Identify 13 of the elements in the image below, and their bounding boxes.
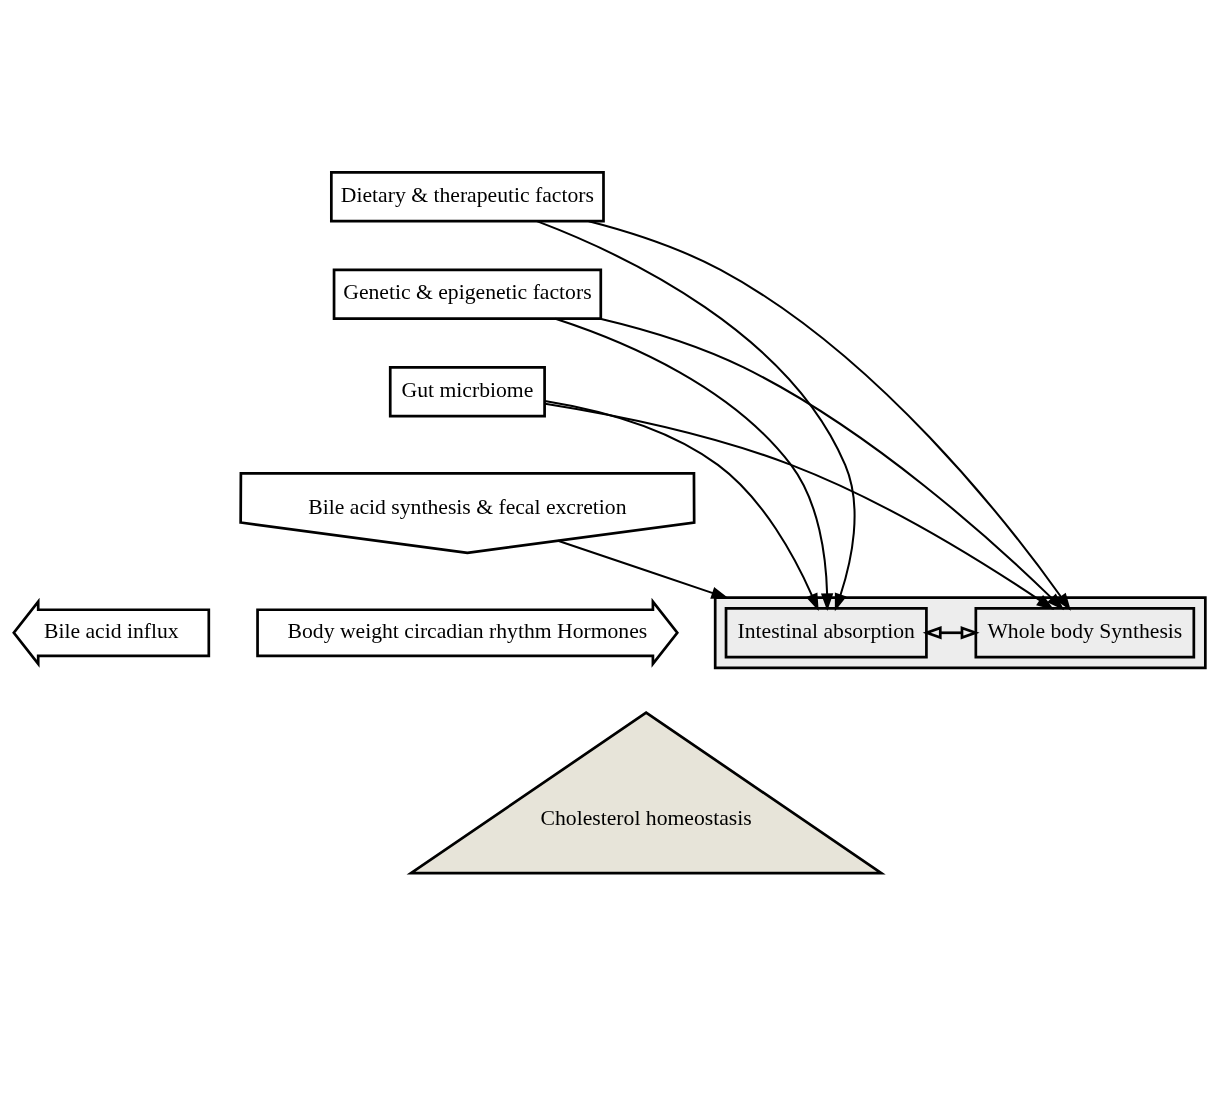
arrow: [599, 317, 1065, 611]
arrow: [922, 626, 980, 640]
arrow: [557, 539, 729, 599]
node-box: Genetic & epigenetic factors: [332, 268, 603, 320]
arrow: [544, 399, 819, 612]
node-box: Intestinal absorption: [724, 607, 928, 659]
arrow: [555, 317, 834, 611]
node-box: Gut micrbiome: [388, 366, 546, 418]
arrow: [536, 220, 856, 612]
node-box: Whole body Synthesis: [974, 607, 1196, 659]
arrow: [588, 220, 1071, 611]
arrow: [544, 402, 1055, 610]
node-box: Dietary & therapeutic factors: [330, 171, 605, 223]
